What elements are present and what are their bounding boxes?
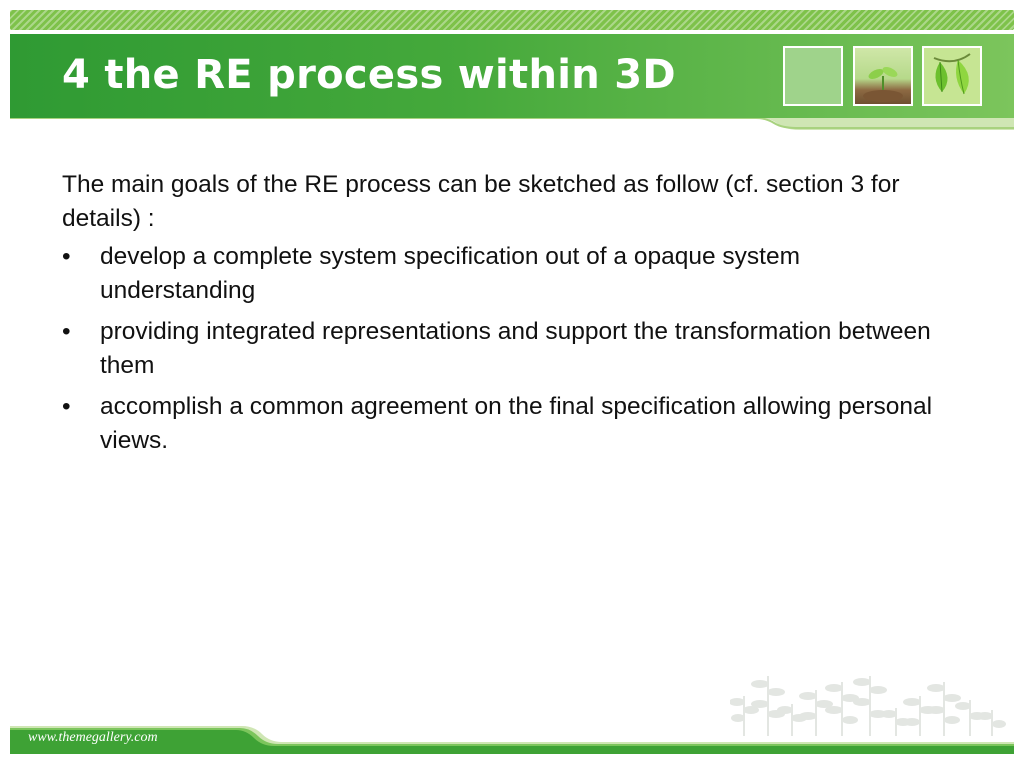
footer-band	[10, 726, 1014, 754]
list-item: • providing integrated representations a…	[62, 315, 962, 383]
bullet-text: providing integrated representations and…	[100, 318, 931, 379]
list-item: • develop a complete system specificatio…	[62, 240, 962, 308]
leaves-icon	[922, 46, 982, 106]
bullet-symbol: •	[62, 393, 71, 420]
bullet-symbol: •	[62, 243, 71, 270]
seedling-icon	[853, 46, 913, 106]
plant-silhouettes-icon	[730, 676, 1006, 736]
bullet-symbol: •	[62, 318, 71, 345]
title-band	[10, 34, 1014, 118]
bullet-text: accomplish a common agreement on the fin…	[100, 393, 933, 454]
list-item: • accomplish a common agreement on the f…	[62, 390, 962, 458]
intro-paragraph: The main goals of the RE process can be …	[62, 171, 900, 232]
slide-body: The main goals of the RE process can be …	[62, 168, 962, 465]
bullet-list: • develop a complete system specificatio…	[62, 240, 962, 458]
blank-green-icon	[783, 46, 843, 106]
top-decorative-stripe	[10, 10, 1014, 30]
title-band-wave	[10, 118, 1014, 130]
slide-title: 4 the RE process within 3D	[62, 52, 676, 98]
bullet-text: develop a complete system specification …	[100, 243, 800, 304]
footer-url: www.themegallery.com	[28, 730, 158, 745]
